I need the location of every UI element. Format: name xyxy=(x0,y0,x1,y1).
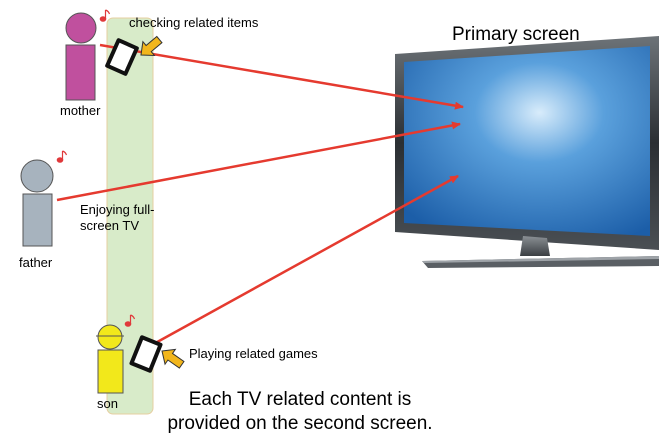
pointer-arrow-icon xyxy=(161,348,185,369)
father-label: father xyxy=(19,255,53,270)
playing-related-games-label: Playing related games xyxy=(189,346,318,361)
caption-line2: provided on the second screen. xyxy=(167,413,433,434)
second-screen-zone xyxy=(106,17,154,415)
pointer-arrow-icon xyxy=(140,35,163,57)
father-person-icon xyxy=(20,159,54,247)
mother-person-icon xyxy=(65,12,97,101)
tv-icon xyxy=(395,36,659,268)
son-person-icon xyxy=(96,324,124,394)
enjoying-label-line2: screen TV xyxy=(80,218,140,233)
music-note-icon xyxy=(56,150,68,163)
checking-related-items-label: checking related items xyxy=(129,15,259,30)
son-label: son xyxy=(97,396,118,411)
enjoying-label-line1: Enjoying full- xyxy=(80,202,155,217)
mother-label: mother xyxy=(60,103,101,118)
arrow-mother-to-tv xyxy=(99,43,464,110)
arrow-father-to-tv xyxy=(56,121,461,202)
arrow-son-to-tv xyxy=(149,174,459,348)
music-note-icon xyxy=(124,314,136,327)
tablet-icon xyxy=(105,38,139,76)
caption-line1: Each TV related content is xyxy=(188,389,412,410)
primary-screen-label: Primary screen xyxy=(452,24,580,45)
music-note-icon xyxy=(99,9,111,22)
tablet-icon xyxy=(129,335,163,373)
